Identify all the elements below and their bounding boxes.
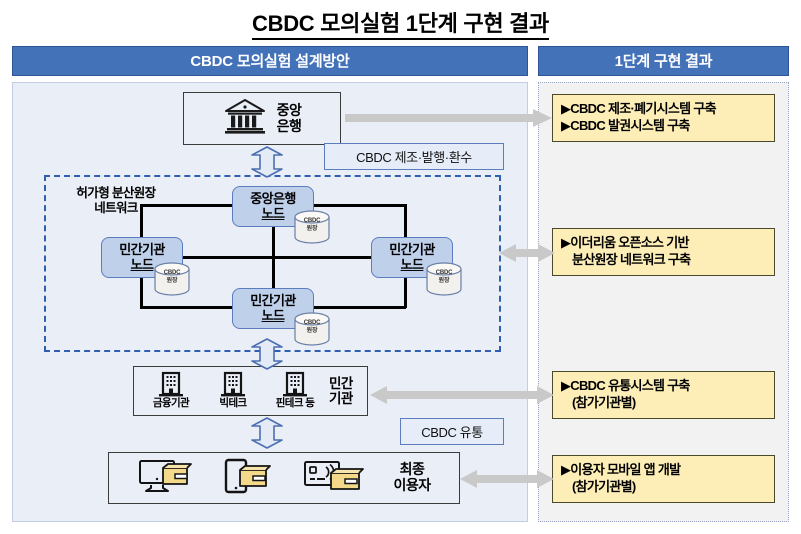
result-box-mobile-app: ▶이용자 모바일 앱 개발 (참가기관별)	[552, 455, 775, 503]
connector-vertical-spine	[272, 222, 275, 302]
connector-arrow-network	[499, 242, 555, 269]
result-line: ▶CBDC 발권시스템 구축	[561, 117, 690, 133]
connector-arrow-issuance	[345, 108, 553, 133]
institution-label: 빅테크	[219, 397, 247, 409]
ledger-line2: 원장	[306, 327, 318, 334]
arrow-network-institutions	[250, 338, 284, 375]
ledger-line2: 원장	[438, 277, 450, 284]
institution-item: 핀테크 등	[264, 370, 326, 409]
result-line: ▶이더리움 오픈소스 기반	[561, 235, 689, 250]
node-private-right-line2: 노드	[400, 256, 424, 272]
office-building-icon	[264, 370, 326, 398]
ledger-line2: 원장	[166, 277, 178, 284]
result-box-distribution-system: ▶CBDC 유통시스템 구축 (참가기관별)	[552, 371, 775, 419]
ledger-line1: CBDC	[163, 270, 181, 276]
ledger-line1: CBDC	[303, 218, 321, 224]
node-private-left-line1: 민간기관	[119, 241, 165, 257]
ledger-cylinder-icon: CBDC 원장	[152, 262, 192, 296]
right-panel: 1단계 구현 결과	[538, 46, 789, 522]
ledger-cylinder-icon: CBDC 원장	[292, 210, 332, 244]
institution-label: 금융기관	[152, 397, 190, 409]
arrow-centralbank-network	[250, 146, 284, 183]
central-bank-label: 중앙 은행	[276, 101, 302, 134]
office-building-icon	[202, 370, 264, 398]
result-line: ▶CBDC 유통시스템 구축	[561, 378, 690, 393]
ledger-cylinder-icon: CBDC 원장	[292, 312, 332, 346]
connector-ring-bottom	[140, 306, 265, 309]
connector-arrow-mobile-app	[460, 468, 554, 495]
ledger-line1: CBDC	[303, 320, 321, 326]
result-line: ▶CBDC 제조·폐기시스템 구축	[561, 101, 717, 116]
card-wallet-icon	[303, 458, 365, 499]
central-bank-box: 중앙 은행	[183, 92, 341, 145]
ledger-text: CBDC 원장	[424, 270, 464, 285]
page-title: CBDC 모의실험 1단계 구현 결과	[0, 6, 801, 40]
result-box-issuance-system: ▶CBDC 제조·폐기시스템 구축 ▶CBDC 발권시스템 구축	[552, 94, 775, 142]
connector-arrow-distribution	[370, 384, 554, 411]
private-institutions-box: 금융기관	[133, 366, 368, 416]
right-panel-body	[538, 82, 789, 522]
end-users-label: 최종 이용자	[393, 461, 431, 493]
bank-building-icon	[223, 97, 267, 140]
ledger-text: CBDC 원장	[152, 270, 192, 285]
end-users-label-line2: 이용자	[393, 477, 431, 493]
page-title-text: CBDC 모의실험 1단계 구현 결과	[252, 11, 549, 40]
central-bank-label-line2: 은행	[276, 117, 302, 134]
mobile-wallet-icon	[222, 458, 274, 499]
office-building-icon	[140, 370, 202, 398]
ledger-line1: CBDC	[435, 270, 453, 276]
result-line: 분산원장 네트워크 구축	[572, 251, 691, 267]
institution-item: 금융기관	[140, 370, 202, 409]
result-box-ledger-network: ▶이더리움 오픈소스 기반 분산원장 네트워크 구축	[552, 228, 775, 276]
connector-ring-top	[142, 204, 240, 207]
node-private-bottom-line2: 노드	[261, 307, 285, 323]
end-users-label-line1: 최종	[399, 461, 425, 478]
result-line: ▶이용자 모바일 앱 개발	[561, 462, 681, 477]
end-users-box: 최종 이용자	[108, 452, 460, 504]
node-private-bottom-line1: 민간기관	[250, 292, 296, 308]
private-institutions-label-line1: 민간	[329, 376, 353, 391]
result-line: (참가기관별)	[572, 394, 636, 410]
connector-ring-bottom-right	[282, 306, 406, 309]
callout-cbdc-distribution: CBDC 유통	[400, 418, 504, 445]
network-label: 허가형 분산원장 네트워크	[50, 186, 182, 216]
arrow-institutions-users	[250, 417, 284, 454]
private-institutions-label: 민간 기관	[326, 370, 353, 407]
desktop-wallet-icon	[137, 458, 193, 499]
node-private-right-line1: 민간기관	[389, 241, 435, 257]
institution-item: 빅테크	[202, 370, 264, 409]
institution-label: 핀테크 등	[275, 397, 315, 409]
connector-ring-top-right	[308, 204, 406, 207]
network-label-line1: 허가형 분산원장	[76, 186, 156, 200]
node-central-bank-line2: 노드	[261, 205, 285, 221]
node-private-left-line2: 노드	[130, 256, 154, 272]
private-institutions-label-line2: 기관	[329, 390, 353, 406]
network-label-line2: 네트워크	[94, 201, 138, 215]
right-panel-header: 1단계 구현 결과	[538, 46, 789, 76]
central-bank-label-line1: 중앙	[276, 101, 302, 118]
left-panel-header: CBDC 모의실험 설계방안	[12, 46, 528, 76]
callout-cbdc-issuance: CBDC 제조·발행·환수	[324, 143, 504, 170]
node-central-bank-line1: 중앙은행	[250, 190, 296, 206]
ledger-line2: 원장	[306, 225, 318, 232]
ledger-text: CBDC 원장	[292, 320, 332, 335]
result-line: (참가기관별)	[572, 478, 636, 494]
ledger-text: CBDC 원장	[292, 218, 332, 233]
connector-horizontal-spine	[170, 256, 382, 259]
node-central-bank: 중앙은행 노드	[232, 186, 314, 227]
ledger-cylinder-icon: CBDC 원장	[424, 262, 464, 296]
